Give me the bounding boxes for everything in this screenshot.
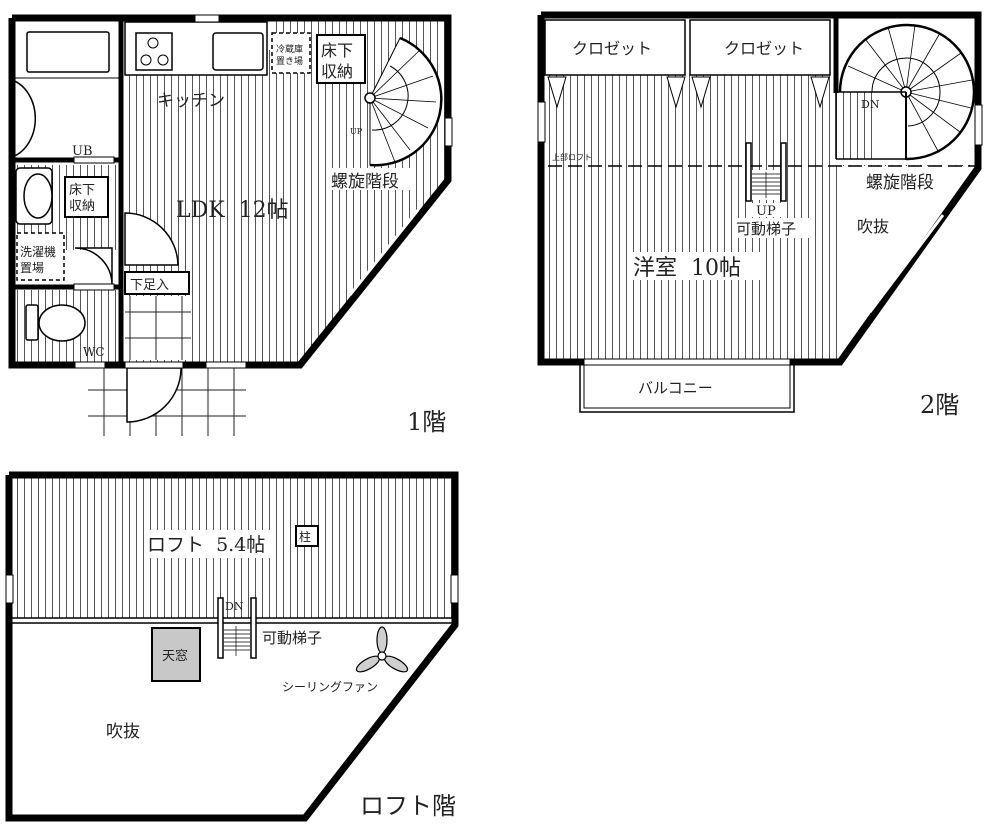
skylight xyxy=(151,627,201,682)
void-label-2f: 吹抜 xyxy=(857,217,889,236)
floor-2-plan: クロゼット クロゼット 上部ロフト DN 螺旋階段 UP 可動梯子 吹抜 洋室 … xyxy=(537,11,983,419)
storage-1-line1: 床下 xyxy=(321,41,353,60)
shoe-cabinet-label: 下足入 xyxy=(130,278,169,293)
loft-above-label: 上部ロフト xyxy=(552,152,592,162)
skylight-label: 天窓 xyxy=(162,648,188,664)
up-label: UP xyxy=(350,127,363,136)
western-room-label: 洋室 10帖 xyxy=(633,256,741,281)
dn-label: DN xyxy=(861,98,880,111)
washer-line2: 置場 xyxy=(20,261,44,275)
closet-1 xyxy=(544,19,686,76)
ladder-dn-label: DN xyxy=(225,600,244,613)
floor-1-plan: キッチン LDK 12帖 UB 床下 収納 床下 収納 冷蔵庫 置き場 洗濯機 … xyxy=(8,14,453,436)
entrance-door xyxy=(126,367,182,423)
ladder-label-loft: 可動梯子 xyxy=(262,629,322,647)
genkan-tiles xyxy=(125,296,191,360)
ladder-2f xyxy=(745,142,787,202)
spiral-stair-2f-label: 螺旋階段 xyxy=(866,173,934,193)
ceiling-fan-icon xyxy=(355,626,409,673)
loft-label: ロフト 5.4帖 xyxy=(147,534,265,556)
ladder-label: 可動梯子 xyxy=(736,220,796,238)
balcony-label: バルコニー xyxy=(638,379,713,397)
fridge-space xyxy=(271,32,311,74)
void-label-loft: 吹抜 xyxy=(106,722,140,742)
spiral-stair-label: 螺旋階段 xyxy=(331,172,399,192)
underfloor-storage-2 xyxy=(64,176,109,218)
fridge-line1: 冷蔵庫 xyxy=(276,43,303,55)
ladder-up-label: UP xyxy=(756,204,776,219)
storage-2-line2: 収納 xyxy=(69,199,95,214)
spiral-stair-1f xyxy=(364,36,443,167)
floor-1-title: 1階 xyxy=(407,408,446,436)
ladder-loft xyxy=(217,597,257,659)
sink-icon xyxy=(212,32,264,71)
ub-label: UB xyxy=(72,144,93,159)
pillar-label: 柱 xyxy=(299,529,311,544)
closet-2-label: クロゼット xyxy=(724,39,804,58)
closet-1-label: クロゼット xyxy=(572,39,652,58)
wc-label: WC xyxy=(83,345,105,359)
loft-title: ロフト階 xyxy=(360,792,456,820)
washer-line1: 洗濯機 xyxy=(20,244,56,259)
shoe-cabinet xyxy=(124,271,190,295)
kitchen-label: キッチン xyxy=(157,91,225,111)
fridge-line2: 置き場 xyxy=(276,55,303,67)
storage-2-line1: 床下 xyxy=(69,183,95,198)
door-ldk xyxy=(124,212,179,266)
ldk-label: LDK 12帖 xyxy=(176,198,289,223)
underfloor-storage-1 xyxy=(316,34,366,84)
floor-2-title: 2階 xyxy=(920,391,959,419)
bathtub-icon xyxy=(26,31,110,73)
loft-plan: ロフト 5.4帖 柱 DN 可動梯子 天窓 シーリングファン 吹抜 ロフト階 xyxy=(5,471,459,822)
storage-1-line2: 収納 xyxy=(321,62,353,81)
ceiling-fan-label: シーリングファン xyxy=(282,680,378,694)
pillar xyxy=(295,525,319,547)
washer-space xyxy=(16,232,65,281)
toilet-icon xyxy=(38,304,86,342)
closet-2 xyxy=(689,19,831,76)
